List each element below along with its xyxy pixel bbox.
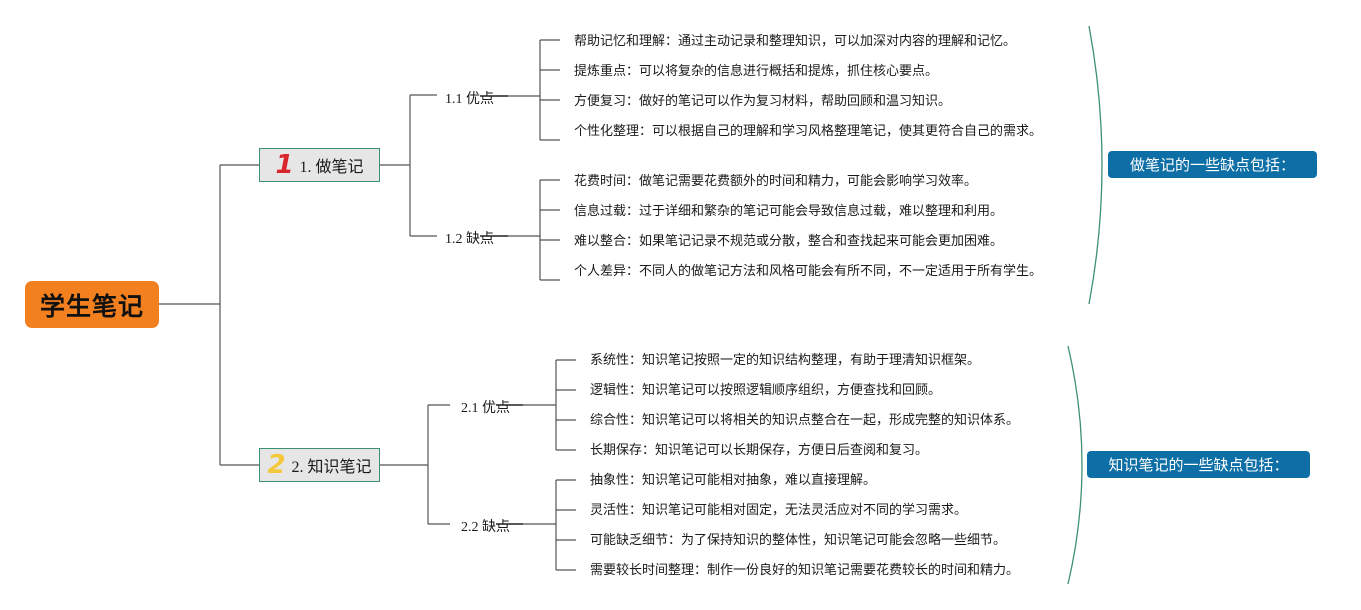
leaf-1-2-1[interactable]: 花费时间：做笔记需要花费额外的时间和精力，可能会影响学习效率。	[574, 174, 978, 189]
summary-take-notes-label: 做笔记的一些缺点包括：	[1129, 156, 1295, 174]
subtopic-1-2[interactable]: 1.2 缺点	[445, 228, 494, 248]
leaf-2-2-2[interactable]: 灵活性：知识笔记可能相对固定，无法灵活应对不同的学习需求。	[590, 503, 968, 518]
leaf-1-1-4[interactable]: 个性化整理：可以根据自己的理解和学习风格整理笔记，使其更符合自己的需求。	[574, 124, 1043, 139]
topic-take-notes-label: 1. 做笔记	[299, 159, 364, 176]
topic-knowledge-notes[interactable]: 2 2. 知识笔记	[259, 448, 380, 482]
leaf-2-2-1[interactable]: 抽象性：知识笔记可能相对抽象，难以直接理解。	[590, 473, 877, 488]
summary-take-notes[interactable]: 做笔记的一些缺点包括：	[1108, 151, 1317, 178]
leaf-1-1-2[interactable]: 提炼重点：可以将复杂的信息进行概括和提炼，抓住核心要点。	[574, 64, 939, 79]
topic-take-notes[interactable]: 1 1. 做笔记	[259, 148, 380, 182]
leaf-2-1-4[interactable]: 长期保存：知识笔记可以长期保存，方便日后查阅和复习。	[590, 443, 929, 458]
topic-knowledge-notes-label: 2. 知识笔记	[291, 459, 372, 476]
leaf-1-2-3[interactable]: 难以整合：如果笔记记录不规范或分散，整合和查找起来可能会更加困难。	[574, 234, 1004, 249]
leaf-2-1-3[interactable]: 综合性：知识笔记可以将相关的知识点整合在一起，形成完整的知识体系。	[590, 413, 1020, 428]
root-topic-label: 学生笔记	[39, 291, 144, 321]
leaf-2-1-1[interactable]: 系统性：知识笔记按照一定的知识结构整理，有助于理清知识框架。	[590, 353, 981, 368]
subtopic-2-1[interactable]: 2.1 优点	[461, 397, 510, 417]
subtopic-1-1-label: 1.1 优点	[445, 92, 494, 107]
subtopic-2-2-label: 2.2 缺点	[461, 520, 510, 535]
subtopic-2-2[interactable]: 2.2 缺点	[461, 516, 510, 536]
number-2-icon: 2	[267, 450, 286, 480]
leaf-1-2-4[interactable]: 个人差异：不同人的做笔记方法和风格可能会有所不同，不一定适用于所有学生。	[574, 264, 1043, 279]
subtopic-1-2-label: 1.2 缺点	[445, 232, 494, 247]
leaf-1-1-3[interactable]: 方便复习：做好的笔记可以作为复习材料，帮助回顾和温习知识。	[574, 94, 952, 109]
leaf-2-1-2[interactable]: 逻辑性：知识笔记可以按照逻辑顺序组织，方便查找和回顾。	[590, 383, 942, 398]
leaf-2-2-4[interactable]: 需要较长时间整理：制作一份良好的知识笔记需要花费较长的时间和精力。	[590, 563, 1020, 578]
number-1-icon: 1	[275, 150, 294, 180]
summary-knowledge-notes[interactable]: 知识笔记的一些缺点包括：	[1087, 451, 1310, 478]
subtopic-1-1[interactable]: 1.1 优点	[445, 88, 494, 108]
leaf-2-2-3[interactable]: 可能缺乏细节：为了保持知识的整体性，知识笔记可能会忽略一些细节。	[590, 533, 1007, 548]
subtopic-2-1-label: 2.1 优点	[461, 401, 510, 416]
leaf-1-2-2[interactable]: 信息过载：过于详细和繁杂的笔记可能会导致信息过载，难以整理和利用。	[574, 204, 1004, 219]
leaf-1-1-1[interactable]: 帮助记忆和理解：通过主动记录和整理知识，可以加深对内容的理解和记忆。	[574, 34, 1017, 49]
root-topic[interactable]: 学生笔记	[25, 281, 159, 328]
summary-knowledge-notes-label: 知识笔记的一些缺点包括：	[1108, 456, 1289, 474]
